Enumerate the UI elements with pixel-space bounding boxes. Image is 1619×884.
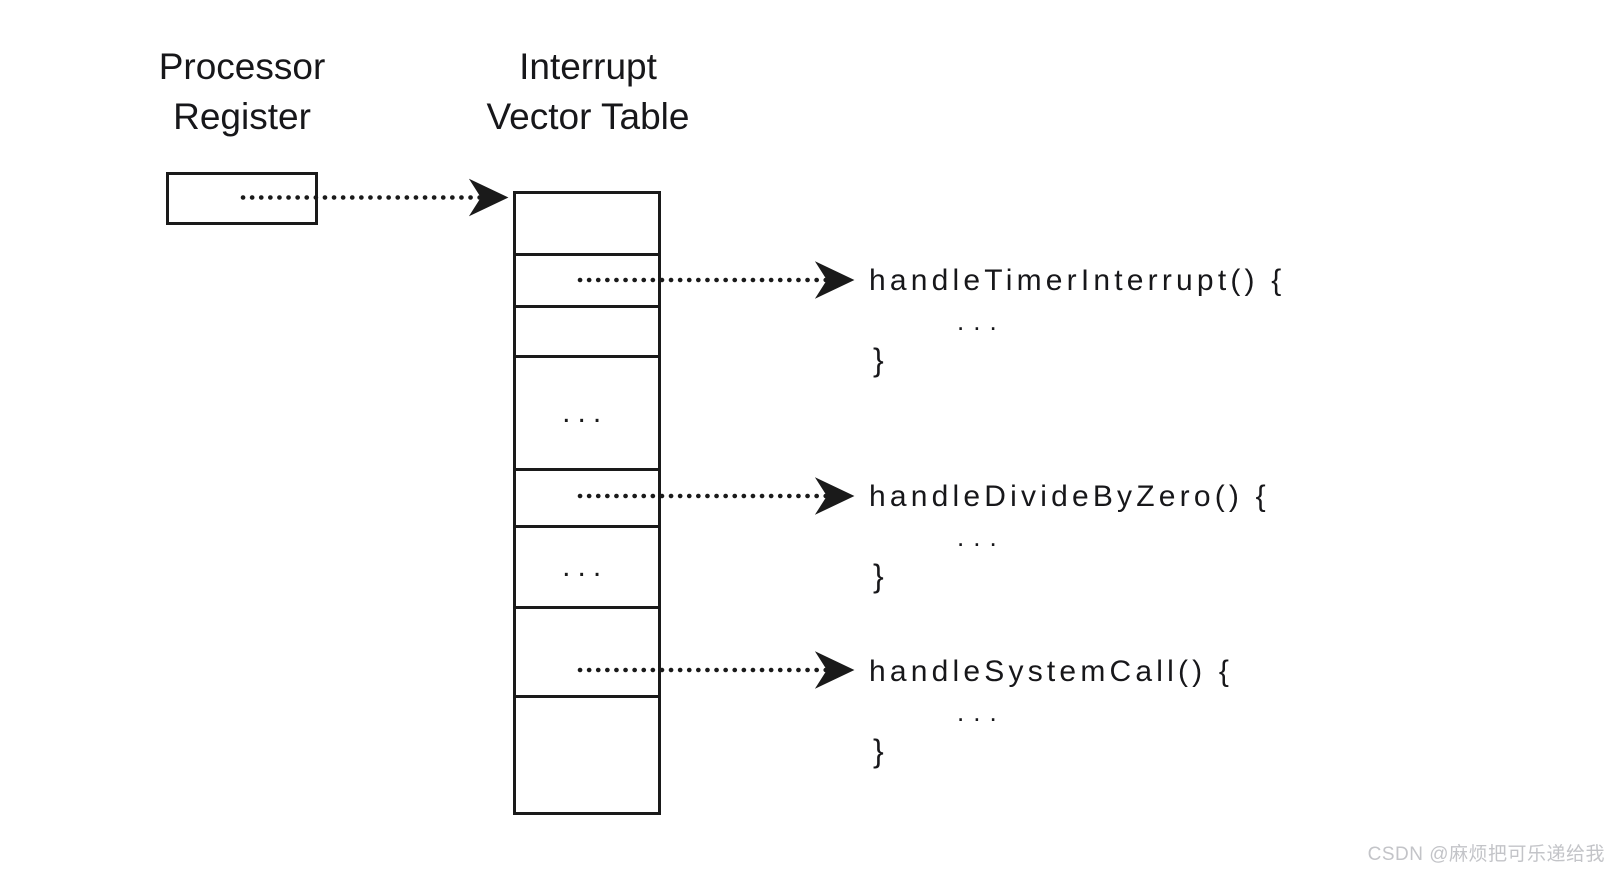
ivt-row-4[interactable] [516, 471, 658, 528]
handler-system-call-code: handleSystemCall() { ... } [869, 657, 1229, 807]
handler-system-call-signature: handleSystemCall() { [869, 655, 1234, 688]
interrupt-vector-table: ... ... [513, 191, 661, 815]
handler-timer-signature: handleTimerInterrupt() { [869, 264, 1286, 297]
handler-divide-by-zero-signature: handleDivideByZero() { [869, 480, 1270, 513]
ivt-row-1[interactable] [516, 256, 658, 308]
ivt-row-6[interactable] [516, 609, 658, 698]
processor-register-box [166, 172, 318, 225]
ivt-row-3[interactable]: ... [516, 358, 658, 471]
interrupt-vector-table-heading: Interrupt Vector Table [486, 46, 690, 137]
ivt-row-0[interactable] [516, 194, 658, 256]
handler-system-call-body: ... [957, 697, 1006, 727]
handler-timer-code: handleTimerInterrupt() { ... } [869, 266, 1281, 416]
handler-divide-by-zero-closing-brace: } [873, 558, 884, 594]
handler-divide-by-zero-body: ... [957, 522, 1006, 552]
handler-system-call-closing-brace: } [873, 733, 884, 769]
ivt-row-5[interactable]: ... [516, 528, 658, 609]
ivt-row-2[interactable] [516, 308, 658, 358]
csdn-watermark: CSDN @麻烦把可乐递给我 [1367, 844, 1605, 865]
handler-divide-by-zero-code: handleDivideByZero() { ... } [869, 482, 1266, 632]
ivt-row-5-ellipsis: ... [562, 550, 609, 583]
ivt-row-7[interactable] [516, 698, 658, 812]
ivt-row-3-ellipsis: ... [562, 396, 609, 429]
handler-timer-closing-brace: } [873, 342, 884, 378]
handler-timer-body: ... [957, 306, 1006, 336]
processor-register-heading: Processor Register [158, 46, 326, 137]
